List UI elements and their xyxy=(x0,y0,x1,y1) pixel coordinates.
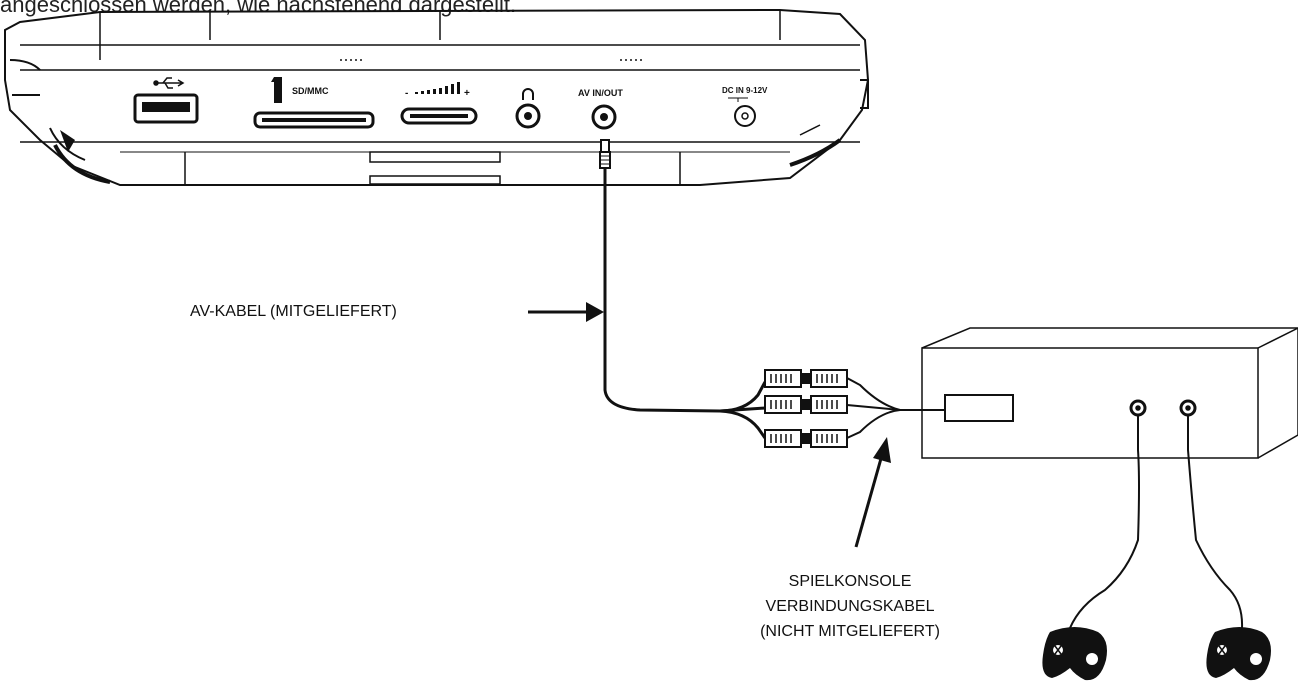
headphone-jack xyxy=(515,88,541,129)
controller-cables xyxy=(1069,415,1244,629)
sd-mmc-slot: SD/MMC xyxy=(253,77,375,129)
av-cable-label: AV-KABEL (MITGELIEFERT) xyxy=(190,303,397,320)
volume-plus-label: + xyxy=(464,88,470,99)
gamepad-icon xyxy=(1042,627,1107,681)
sd-card-icon xyxy=(271,77,282,103)
av-in-out-label: AV IN/OUT xyxy=(578,88,623,98)
usb-port xyxy=(133,77,199,124)
sd-mmc-label: SD/MMC xyxy=(292,86,329,96)
dc-in-label: DC IN 9-12V xyxy=(722,86,768,95)
console-cable-label-line3: (NICHT MITGELIEFERT) xyxy=(760,623,940,640)
portable-dvd-player xyxy=(4,8,870,186)
volume-minus-label: - xyxy=(405,88,408,99)
volume-bars-icon xyxy=(415,82,460,94)
volume-control: - + xyxy=(400,82,478,125)
dc-in-jack: DC IN 9-12V xyxy=(722,86,768,127)
console-cable-label-line2: VERBINDUNGSKABEL xyxy=(765,598,935,615)
usb-icon xyxy=(153,77,185,89)
console-cable-label: SPIELKONSOLE VERBINDUNGSKABEL (NICHT MIT… xyxy=(720,569,980,644)
console-cable xyxy=(846,377,945,439)
console-cable-arrow xyxy=(854,437,891,548)
rca-pair-bottom xyxy=(764,429,848,448)
console-cable-label-line1: SPIELKONSOLE xyxy=(788,573,912,590)
game-console xyxy=(921,327,1298,459)
rca-pair-middle xyxy=(764,395,848,414)
gamepad-icon xyxy=(1206,627,1271,681)
controller-port-2 xyxy=(1179,399,1197,417)
rca-connectors xyxy=(764,369,848,448)
av-cable-arrow xyxy=(528,302,604,322)
av-in-out-jack: AV IN/OUT xyxy=(578,88,623,130)
controller-port-1 xyxy=(1129,399,1147,417)
av-cable xyxy=(599,139,767,439)
rca-pair-top xyxy=(764,369,848,388)
headphone-icon xyxy=(522,88,534,100)
console-av-input xyxy=(944,394,1014,422)
